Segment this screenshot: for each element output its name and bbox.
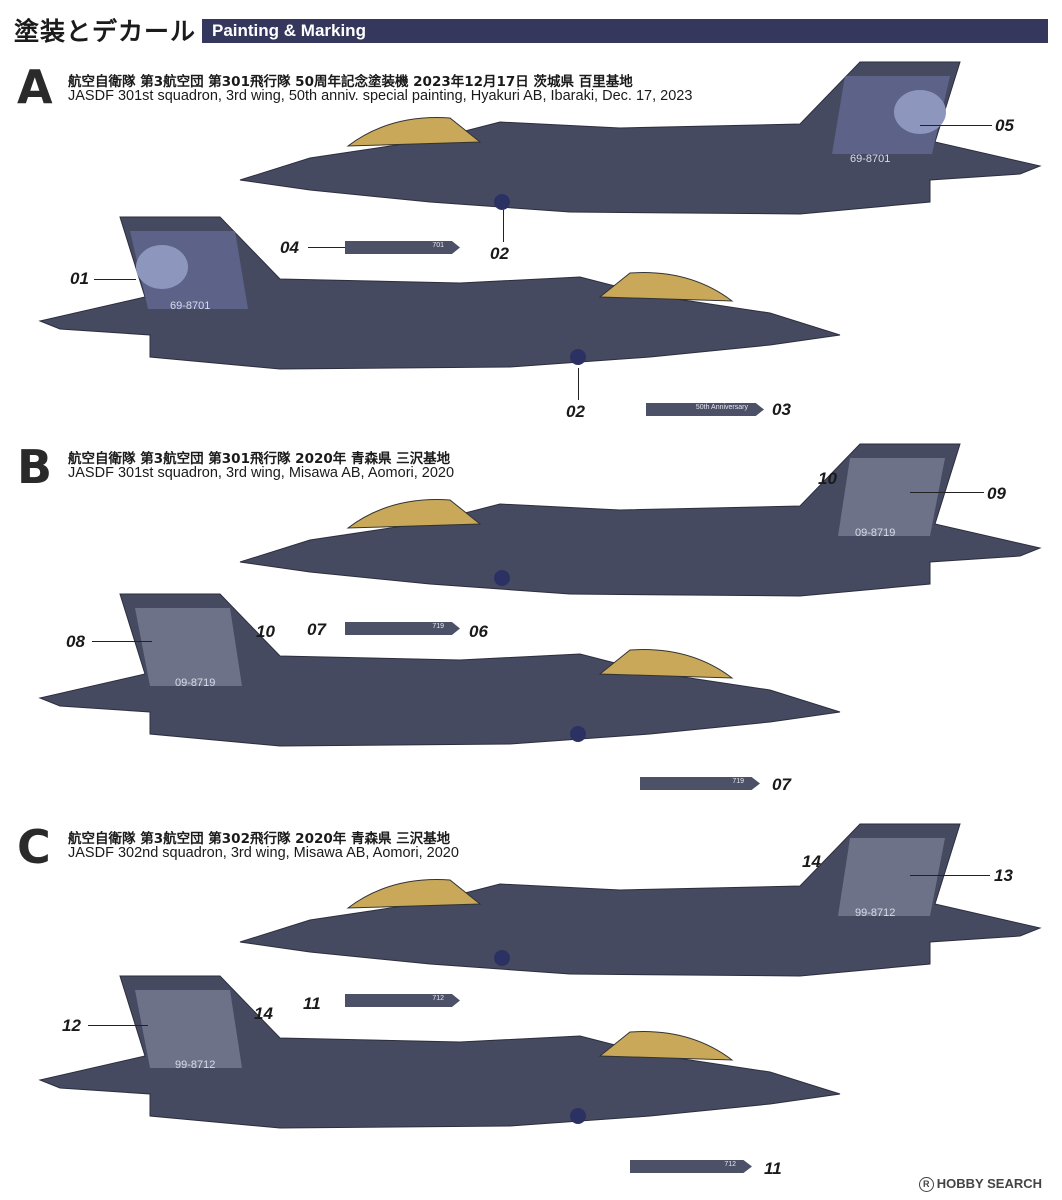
serial-a-left: 69-8701 <box>170 300 210 312</box>
section-a-title-jp: 航空自衛隊 第3航空団 第301飛行隊 50周年記念塗装機 2023年12月17… <box>68 74 633 90</box>
callout-b-06: 06 <box>469 622 488 641</box>
callout-c-12: 12 <box>62 1016 81 1035</box>
callout-b-09: 09 <box>987 484 1006 503</box>
callout-a-02-upper: 02 <box>490 244 509 263</box>
section-b-title-en: JASDF 301st squadron, 3rd wing, Misawa A… <box>68 465 455 481</box>
decal-a-03: 50th Anniversary <box>646 403 764 416</box>
header-title-jp: 塗装とデカール <box>14 17 197 46</box>
callout-b-10-upper: 10 <box>818 469 837 488</box>
serial-b-left: 09-8719 <box>175 677 215 689</box>
aircraft-a-right-profile: 69-8701 <box>38 216 841 370</box>
aircraft-c-left-profile: 99-8712 <box>239 823 1042 977</box>
leader-c-12 <box>88 1025 148 1026</box>
section-c-title-jp: 航空自衛隊 第3航空団 第302飛行隊 2020年 青森県 三沢基地 <box>68 831 451 847</box>
callout-b-10-lower: 10 <box>256 622 275 641</box>
section-a-title-en: JASDF 301st squadron, 3rd wing, 50th ann… <box>68 88 693 104</box>
section-letter-c: C <box>17 820 51 874</box>
leader-a-02-lower <box>578 368 579 400</box>
page-header: 塗装とデカール Painting & Marking <box>14 10 1048 46</box>
decal-a-04: 701 <box>345 241 460 254</box>
decal-c-11-lower: 712 <box>630 1160 752 1173</box>
callout-a-02-lower: 02 <box>566 402 585 421</box>
callout-a-01: 01 <box>70 269 89 288</box>
decal-b-07-lower: 719 <box>640 777 760 790</box>
callout-c-11-lower: 11 <box>764 1159 782 1178</box>
leader-c-13 <box>910 875 990 876</box>
callout-c-11-upper: 11 <box>303 994 321 1013</box>
section-letter-b: B <box>17 440 53 494</box>
callout-c-14-lower: 14 <box>254 1004 273 1023</box>
callout-b-07-upper: 07 <box>307 620 326 639</box>
serial-a-right: 69-8701 <box>850 153 890 165</box>
aircraft-c-right-profile: 99-8712 <box>38 975 841 1129</box>
header-title-en: Painting & Marking <box>212 21 366 40</box>
section-c-title-en: JASDF 302nd squadron, 3rd wing, Misawa A… <box>68 845 459 861</box>
aircraft-a-left-profile: 69-8701 <box>239 61 1042 215</box>
serial-c-left: 99-8712 <box>175 1059 215 1071</box>
aircraft-b-left-profile: 09-8719 <box>239 443 1042 597</box>
decal-c-11-upper: 712 <box>345 994 460 1007</box>
leader-b-09 <box>910 492 984 493</box>
aircraft-b-right-profile: 09-8719 <box>38 593 841 747</box>
callout-a-05: 05 <box>995 116 1014 135</box>
serial-b-right: 09-8719 <box>855 527 895 539</box>
leader-a-05 <box>920 125 992 126</box>
header-bar <box>202 19 1048 43</box>
callout-b-07-lower: 07 <box>772 775 791 794</box>
callout-a-04: 04 <box>280 238 299 257</box>
callout-c-13: 13 <box>994 866 1013 885</box>
leader-a-04 <box>308 247 346 248</box>
callout-b-08: 08 <box>66 632 85 651</box>
leader-b-08 <box>92 641 152 642</box>
decal-b-07-06: 719 <box>345 622 460 635</box>
section-b-title-jp: 航空自衛隊 第3航空団 第301飛行隊 2020年 青森県 三沢基地 <box>68 451 451 467</box>
leader-a-01 <box>94 279 136 280</box>
serial-c-right: 99-8712 <box>855 907 895 919</box>
callout-c-14-upper: 14 <box>802 852 821 871</box>
callout-a-03: 03 <box>772 400 791 419</box>
leader-a-02-upper <box>503 210 504 242</box>
section-letter-a: A <box>17 60 53 114</box>
